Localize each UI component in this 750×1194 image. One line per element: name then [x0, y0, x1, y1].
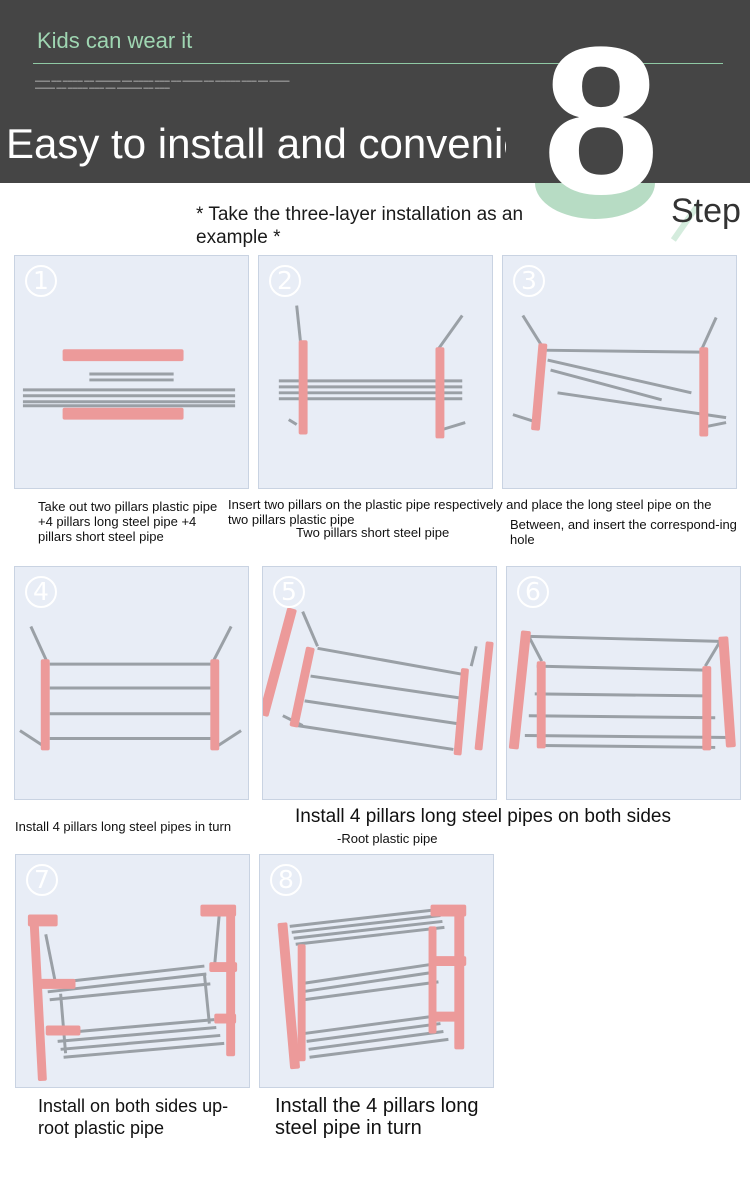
- plastic-pipe: [62, 407, 184, 420]
- step-5-caption: Install 4 pillars long steel pipes on bo…: [295, 806, 672, 827]
- step-1-illustration: [22, 349, 236, 420]
- step-2-caption: Insert two pillars on the plastic pipe r…: [228, 497, 712, 527]
- step-2-badge: 2: [269, 265, 301, 297]
- page-title: Easy to install and convenie: [6, 120, 506, 167]
- step-8-illustration: [277, 904, 467, 1070]
- kids-text: Kids can wear it: [37, 28, 193, 53]
- step-4-caption: Install 4 pillars long steel pipes in tu…: [15, 819, 232, 834]
- step-8-badge: 8: [270, 864, 302, 896]
- step-7-badge: 7: [26, 864, 58, 896]
- step-5-sub-caption: -Root plastic pipe: [337, 831, 438, 846]
- step-label: Step: [671, 192, 741, 230]
- big-step-number: 8: [542, 3, 660, 184]
- step-1-photo: 1: [14, 255, 249, 489]
- header-banner: Kids can wear it ▬▬▬ ▬▬ ▬▬▬▬ ▬▬ ▬▬▬▬▬ ▬▬…: [0, 0, 750, 183]
- plastic-pipe: [62, 349, 184, 362]
- step-7-photo: 7: [15, 854, 250, 1088]
- step-1-caption: Take out two pillars plastic pipe +4 pil…: [38, 499, 218, 544]
- step-5-photo: 5: [262, 566, 497, 800]
- step-3-photo: 3: [502, 255, 737, 489]
- step-5-badge: 5: [273, 576, 305, 608]
- step-2-photo: 2: [258, 255, 493, 489]
- step-3-caption: Between, and insert the correspond-ing h…: [510, 517, 737, 547]
- step-7-caption: Install on both sides up-root plastic pi…: [38, 1096, 229, 1138]
- header-divider: [33, 63, 723, 64]
- step-4-photo: 4: [14, 566, 249, 800]
- subtitle: * Take the three-layer installation as a…: [196, 204, 524, 248]
- step-4-badge: 4: [25, 576, 57, 608]
- fine-print-decoration: ▬▬▬ ▬▬ ▬▬▬▬ ▬▬ ▬▬▬▬▬ ▬▬ ▬▬▬▬ ▬▬▬ ▬▬ ▬▬▬▬…: [35, 78, 290, 91]
- step-2-illustration: [278, 305, 466, 439]
- big-step-number-lower: 8: [536, 183, 666, 223]
- step-6-badge: 6: [517, 576, 549, 608]
- step-3-illustration: [512, 314, 727, 437]
- step-8-photo: 8: [259, 854, 494, 1088]
- step-1-badge: 1: [25, 265, 57, 297]
- step-7-illustration: [27, 904, 238, 1082]
- step-4-illustration: [19, 625, 242, 751]
- step-2-caption-short-pipe: Two pillars short steel pipe: [296, 525, 450, 540]
- step-8-caption: Install the 4 pillars long steel pipe in…: [275, 1095, 479, 1139]
- step-3-badge: 3: [513, 265, 545, 297]
- step-6-illustration: [508, 630, 736, 751]
- step-5-illustration: [263, 607, 494, 756]
- step-6-photo: 6: [506, 566, 741, 800]
